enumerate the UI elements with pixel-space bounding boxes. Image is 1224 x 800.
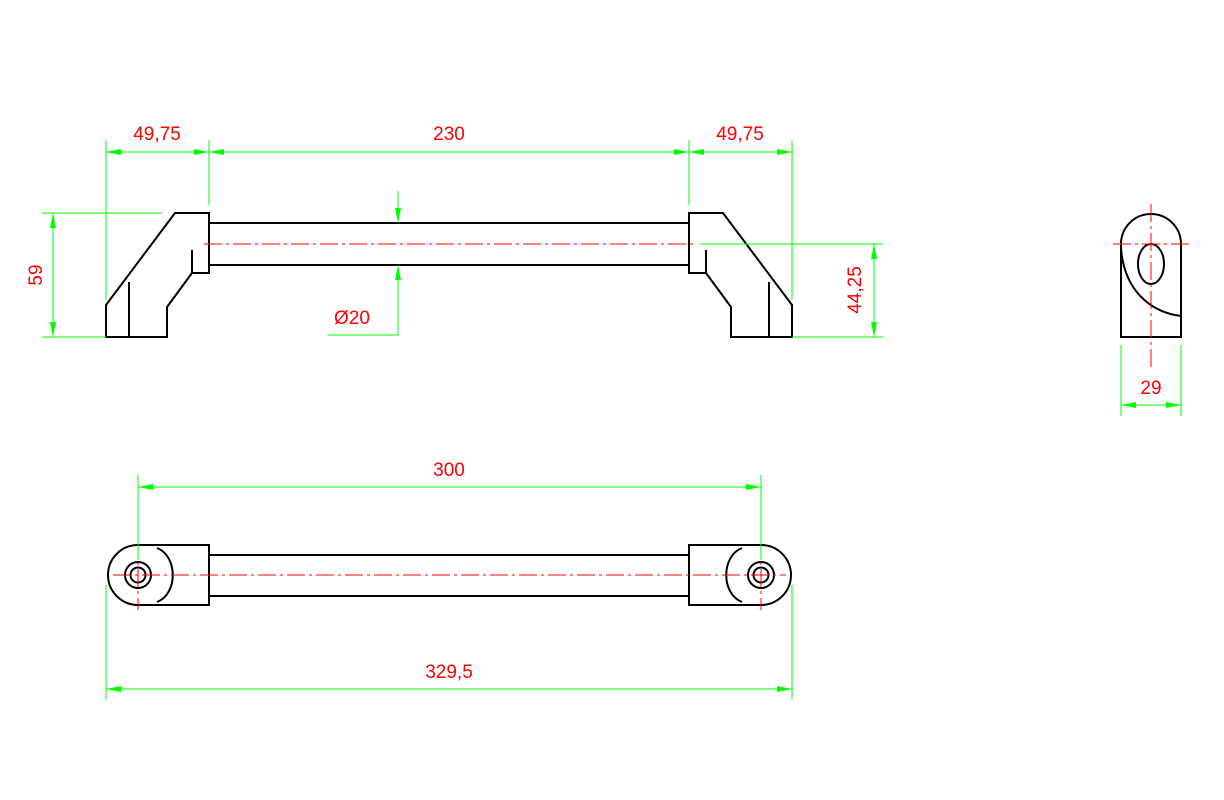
dim-hole-spacing-label: 300 bbox=[433, 460, 465, 481]
front-view-bar bbox=[209, 222, 689, 266]
dim-center-height-label: 44,25 bbox=[845, 266, 866, 314]
dim-center-height: 44,25 bbox=[700, 243, 883, 338]
dim-front-right-foot: 49,75 bbox=[689, 124, 793, 300]
side-view-foot-curve bbox=[1120, 247, 1182, 317]
dim-side-width: 29 bbox=[1120, 345, 1182, 416]
dim-front-bar-length: 230 bbox=[209, 124, 690, 205]
dim-front-left-foot-label: 49,75 bbox=[133, 124, 181, 145]
front-view: 49,75 230 49,75 59 bbox=[26, 124, 883, 338]
side-view: 29 bbox=[1113, 204, 1190, 416]
dim-front-height: 59 bbox=[26, 212, 162, 338]
side-view-outline bbox=[1120, 213, 1182, 338]
top-view-bar bbox=[209, 554, 689, 597]
dim-front-bar-length-label: 230 bbox=[433, 124, 465, 145]
dim-overall-length-label: 329,5 bbox=[425, 662, 473, 683]
dim-overall-length: 329,5 bbox=[105, 585, 793, 700]
dim-hole-spacing: 300 bbox=[137, 460, 762, 560]
front-view-right-foot bbox=[688, 212, 793, 338]
dim-front-right-foot-label: 49,75 bbox=[716, 124, 764, 145]
dim-front-height-label: 59 bbox=[26, 264, 47, 285]
dim-front-left-foot: 49,75 bbox=[105, 124, 210, 300]
dim-bar-diameter: Ø20 bbox=[328, 191, 401, 336]
top-view: 300 329,5 bbox=[105, 460, 793, 700]
dim-side-width-label: 29 bbox=[1140, 378, 1161, 399]
front-view-left-foot bbox=[105, 212, 210, 338]
dim-bar-diameter-label: Ø20 bbox=[334, 308, 370, 329]
